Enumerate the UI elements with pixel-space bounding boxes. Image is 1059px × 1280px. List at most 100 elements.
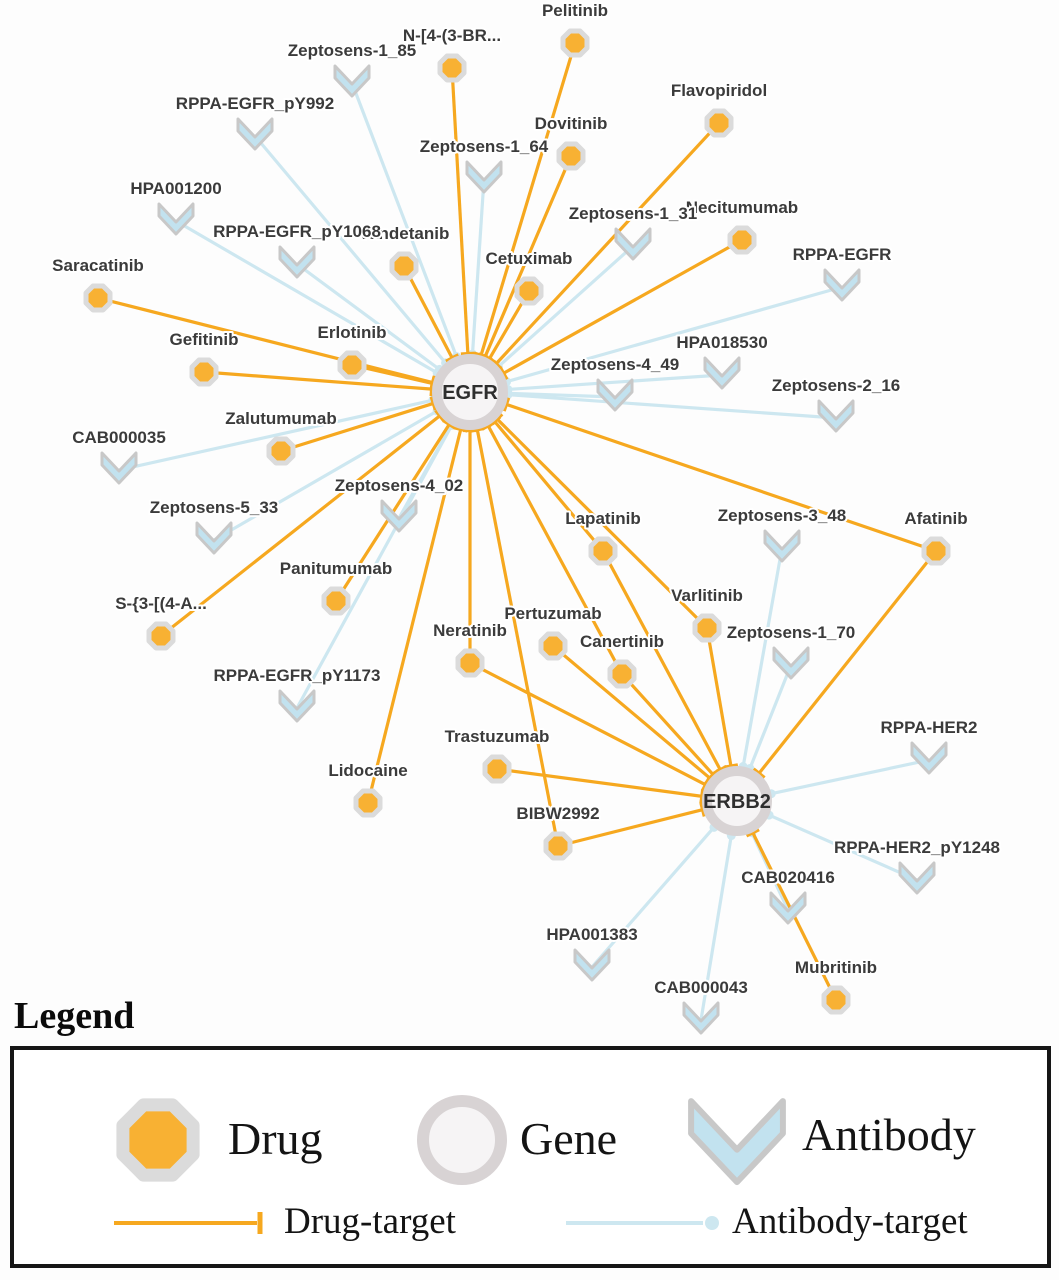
edge-drug-target [479, 42, 577, 357]
node-label: Flavopiridol [671, 81, 767, 100]
node-label: RPPA-EGFR_pY1068 [213, 222, 381, 241]
edge-drug-target [450, 67, 470, 355]
labels-layer: PelitinibN-[4-(3-BR...DovitinibFlavopiri… [50, 0, 1002, 999]
drug-node-canertinib[interactable] [607, 659, 637, 689]
edge-drug-target [494, 121, 721, 366]
edge-antibody-target [470, 178, 486, 355]
node-label: RPPA-EGFR_pY1173 [214, 666, 381, 685]
antibody-node-cab000035[interactable] [100, 451, 138, 485]
edge-drug-target [601, 550, 722, 771]
edge-drug-target [280, 401, 435, 453]
antibody-node-hpa001200[interactable] [157, 202, 195, 236]
edge-drug-target [469, 661, 707, 787]
drug-octagon [455, 648, 485, 678]
antibody-node-py1173[interactable] [278, 689, 316, 723]
antibody-chevron [769, 891, 807, 925]
drug-octagon [727, 225, 757, 255]
drug-node-vandetanib[interactable] [389, 251, 419, 281]
drug-node-nbr[interactable] [437, 53, 467, 83]
antibody-node-z164[interactable] [465, 160, 503, 194]
gene-node-erbb2[interactable] [702, 766, 772, 836]
node-label: Pelitinib [542, 1, 608, 20]
drug-node-panitumumab[interactable] [321, 586, 351, 616]
antibody-node-rppa_egfr[interactable] [823, 268, 861, 302]
drug-octagon [266, 436, 296, 466]
gene-label: ERBB2 [703, 791, 771, 813]
antibody-node-hpa018530[interactable] [703, 356, 741, 390]
antibody-node-cab020416[interactable] [769, 891, 807, 925]
drug-target-tee [699, 789, 706, 804]
drug-target-tee [752, 767, 766, 780]
antibody-node-py1068[interactable] [278, 245, 316, 279]
node-label: HPA018530 [676, 333, 767, 352]
antibody-chevron [772, 646, 810, 680]
drug-node-afatinib[interactable] [921, 536, 951, 566]
drug-node-lapatinib[interactable] [588, 536, 618, 566]
antibody-node-z402[interactable] [380, 499, 418, 533]
antibody-node-hpa001383[interactable] [573, 948, 611, 982]
antibody-node-z533[interactable] [195, 521, 233, 555]
gene-node-egfr[interactable] [432, 354, 508, 430]
node-label: Cetuximab [486, 249, 573, 268]
drug-node-varlitinib[interactable] [692, 613, 722, 643]
antibody-chevron [823, 268, 861, 302]
drug-node-lidocaine[interactable] [353, 788, 383, 818]
drug-target-edge-icon [114, 1212, 263, 1234]
drug-node-flavopiridol[interactable] [704, 108, 734, 138]
edge-antibody-target [741, 547, 784, 767]
antibody-chevron [278, 245, 316, 279]
drug-node-pertuzumab[interactable] [538, 631, 568, 661]
drug-octagon [482, 754, 512, 784]
antibody-node-z170[interactable] [772, 646, 810, 680]
node-label: Necitumumab [686, 198, 798, 217]
edge-antibody-target [748, 664, 793, 770]
drug-node-saracatinib[interactable] [83, 283, 113, 313]
gene-circle [432, 354, 508, 430]
drug-node-cetuximab[interactable] [514, 276, 544, 306]
antibody-node-rppa_her2[interactable] [910, 741, 948, 775]
antibody-chevron [100, 451, 138, 485]
antibody-chevron [236, 117, 274, 151]
edge-antibody-target [497, 244, 635, 368]
antibody-node-z216[interactable] [817, 399, 855, 433]
antibody-node-py992[interactable] [236, 117, 274, 151]
drug-node-erlotinib[interactable] [337, 350, 367, 380]
antibody-node-z348[interactable] [763, 529, 801, 563]
edge-drug-target [486, 424, 624, 675]
drug-node-trastuzumab[interactable] [482, 754, 512, 784]
drug-node-gefitinib[interactable] [189, 357, 219, 387]
drug-octagon [437, 53, 467, 83]
edge-antibody-target [507, 393, 837, 420]
antibody-chevron [703, 356, 741, 390]
drug-octagon [588, 536, 618, 566]
drug-node-necitumumab[interactable] [727, 225, 757, 255]
drug-node-dovitinib[interactable] [556, 141, 586, 171]
node-label: Zeptosens-3_48 [718, 506, 847, 525]
node-label: HPA001383 [546, 925, 637, 944]
edge-drug-target [366, 428, 463, 804]
drug-node-bibw2992[interactable] [543, 831, 573, 861]
node-label: Zeptosens-1_31 [569, 204, 698, 223]
antibody-node-z131[interactable] [614, 227, 652, 261]
node-label: RPPA-HER2 [881, 718, 978, 737]
edge-drug-target [97, 296, 434, 385]
drug-node-pelitinib[interactable] [560, 28, 590, 58]
antibody-node-z185[interactable] [333, 64, 371, 98]
legend-antibody-target-label: Antibody-target [732, 1201, 968, 1242]
antibody-chevron [596, 378, 634, 412]
edge-antibody-target [296, 262, 441, 371]
edge-drug-target [757, 550, 938, 775]
drug-node-mubritinib[interactable] [821, 985, 851, 1015]
legend-gene-label: Gene [520, 1113, 618, 1164]
drug-node-neratinib[interactable] [455, 648, 485, 678]
drug-node-zalutumumab[interactable] [266, 436, 296, 466]
edge-drug-target [203, 370, 433, 391]
antibody-node-cab000043[interactable] [682, 1001, 720, 1035]
antibody-node-z449[interactable] [596, 378, 634, 412]
drug-octagon [389, 251, 419, 281]
node-label: Zeptosens-1_64 [420, 137, 549, 156]
antibody-node-py1248[interactable] [898, 861, 936, 895]
drug-node-s34a[interactable] [146, 621, 176, 651]
node-label: CAB000035 [72, 428, 166, 447]
